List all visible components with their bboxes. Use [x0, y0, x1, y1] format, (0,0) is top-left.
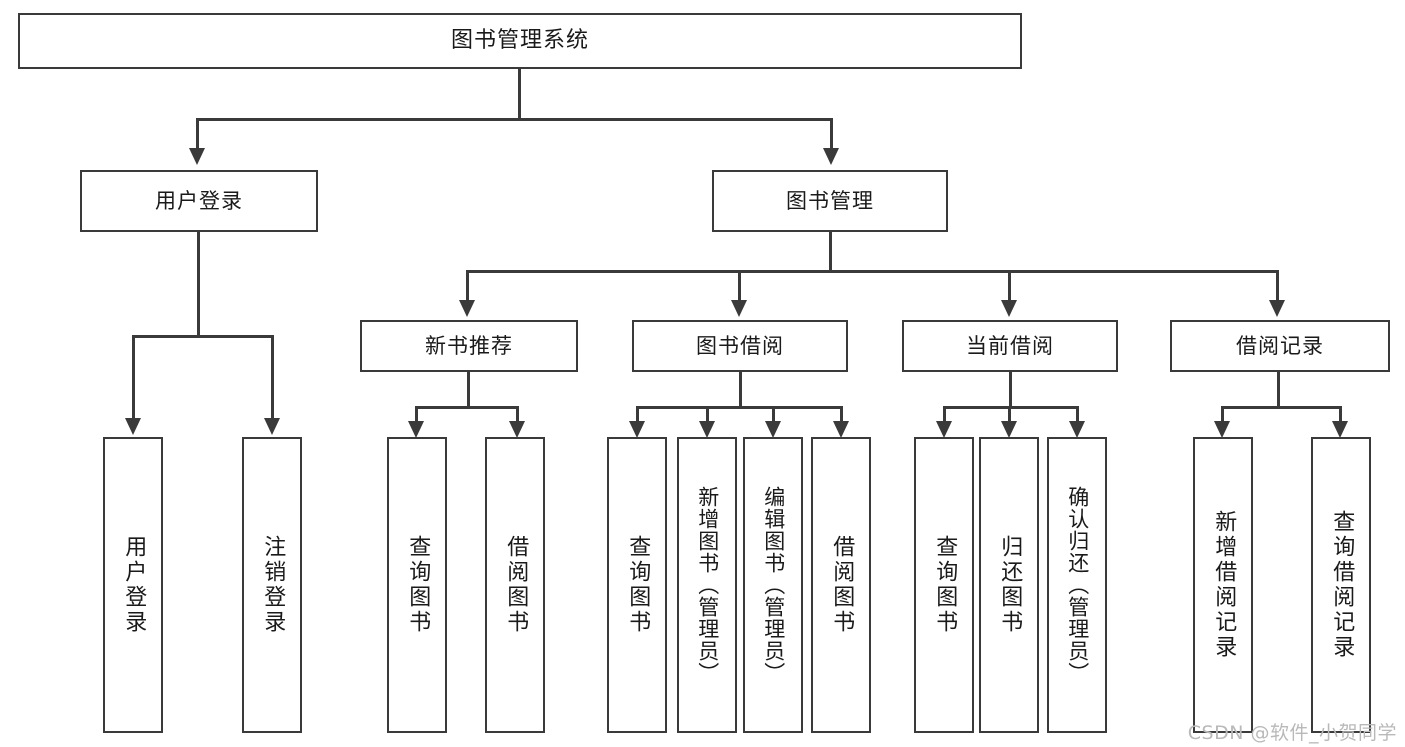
connector-drop-user-login-leaf-2 [271, 335, 274, 420]
leaf-br-query-record[interactable]: 查询借阅记录 [1311, 437, 1371, 733]
arrowhead-cb-leaf-3 [1069, 421, 1085, 438]
node-user-login[interactable]: 用户登录 [80, 170, 318, 232]
connector-current-borrow-stem [1009, 372, 1012, 408]
arrowhead-user-login-leaf-2 [264, 418, 280, 435]
connector-drop-cb-leaf-3 [1076, 406, 1079, 424]
leaf-label: 查询图书 [625, 535, 651, 635]
node-root-book-management-system[interactable]: 图书管理系统 [18, 13, 1022, 69]
node-label: 用户登录 [155, 188, 243, 213]
node-label: 借阅记录 [1236, 333, 1324, 358]
leaf-bb-borrow-book[interactable]: 借阅图书 [811, 437, 871, 733]
leaf-label: 借阅图书 [829, 535, 855, 635]
node-label: 图书管理系统 [450, 28, 589, 54]
connector-drop-bb-leaf-2 [706, 406, 709, 424]
leaf-label: 查询图书 [932, 535, 958, 635]
connector-user-login-bus [132, 335, 274, 338]
connector-drop-cb-leaf-1 [943, 406, 946, 424]
arrowhead-current-borrow [1001, 300, 1017, 317]
connector-level3-bus [466, 270, 1278, 273]
connector-user-login-stem [197, 232, 200, 336]
node-label: 当前借阅 [966, 333, 1054, 358]
leaf-nbr-query-book[interactable]: 查询图书 [387, 437, 447, 733]
arrowhead-br-leaf-1 [1214, 421, 1230, 438]
node-borrow-record[interactable]: 借阅记录 [1170, 320, 1390, 372]
arrowhead-user-login [189, 148, 205, 165]
leaf-label: 确认归还（管理员） [1065, 486, 1090, 684]
connector-book-management-stem [829, 232, 832, 272]
leaf-cb-confirm-return-admin[interactable]: 确认归还（管理员） [1047, 437, 1107, 733]
connector-root-stem [518, 69, 521, 119]
arrowhead-nbr-leaf-2 [509, 421, 525, 438]
connector-drop-bb-leaf-3 [772, 406, 775, 424]
leaf-cb-return-book[interactable]: 归还图书 [979, 437, 1039, 733]
arrowhead-borrow-record [1269, 300, 1285, 317]
node-book-management[interactable]: 图书管理 [712, 170, 948, 232]
node-label: 图书管理 [786, 188, 874, 213]
connector-borrow-record-bus [1221, 406, 1342, 409]
connector-drop-br-leaf-2 [1339, 406, 1342, 424]
connector-drop-bb-leaf-1 [636, 406, 639, 424]
arrowhead-book-borrow [731, 300, 747, 317]
connector-drop-nbr-leaf-1 [415, 406, 418, 424]
leaf-label: 新增借阅记录 [1211, 510, 1237, 660]
node-new-book-recommend[interactable]: 新书推荐 [360, 320, 578, 372]
arrowhead-bb-leaf-2 [699, 421, 715, 438]
leaf-label: 归还图书 [997, 535, 1023, 635]
connector-book-borrow-stem [739, 372, 742, 408]
node-label: 图书借阅 [696, 333, 784, 358]
connector-drop-br-leaf-1 [1221, 406, 1224, 424]
connector-drop-book-borrow [738, 270, 741, 302]
connector-drop-current-borrow [1008, 270, 1011, 302]
arrowhead-bb-leaf-1 [629, 421, 645, 438]
arrowhead-book-management [823, 148, 839, 165]
leaf-br-add-record[interactable]: 新增借阅记录 [1193, 437, 1253, 733]
leaf-label: 查询借阅记录 [1329, 510, 1355, 660]
arrowhead-cb-leaf-1 [936, 421, 952, 438]
node-current-borrow[interactable]: 当前借阅 [902, 320, 1118, 372]
connector-drop-new-book-rec [466, 270, 469, 302]
connector-drop-nbr-leaf-2 [516, 406, 519, 424]
arrowhead-br-leaf-2 [1332, 421, 1348, 438]
leaf-bb-add-book-admin[interactable]: 新增图书（管理员） [677, 437, 737, 733]
leaf-bb-edit-book-admin[interactable]: 编辑图书（管理员） [743, 437, 803, 733]
connector-borrow-record-stem [1277, 372, 1280, 408]
arrowhead-cb-leaf-2 [1001, 421, 1017, 438]
connector-new-book-rec-bus [415, 406, 519, 409]
connector-drop-user-login-leaf-1 [132, 335, 135, 420]
leaf-bb-query-book[interactable]: 查询图书 [607, 437, 667, 733]
connector-current-borrow-bus [943, 406, 1079, 409]
leaf-label: 新增图书（管理员） [695, 486, 720, 684]
leaf-logout[interactable]: 注销登录 [242, 437, 302, 733]
connector-book-borrow-bus [636, 406, 843, 409]
connector-drop-bb-leaf-4 [840, 406, 843, 424]
arrowhead-user-login-leaf-1 [125, 418, 141, 435]
leaf-label: 编辑图书（管理员） [761, 486, 786, 684]
node-label: 新书推荐 [425, 333, 513, 358]
leaf-label: 借阅图书 [503, 535, 529, 635]
arrowhead-bb-leaf-4 [833, 421, 849, 438]
connector-level2-bus [196, 118, 833, 121]
leaf-label: 查询图书 [405, 535, 431, 635]
arrowhead-nbr-leaf-1 [408, 421, 424, 438]
arrowhead-bb-leaf-3 [765, 421, 781, 438]
arrowhead-new-book-rec [459, 300, 475, 317]
leaf-cb-query-book[interactable]: 查询图书 [914, 437, 974, 733]
leaf-nbr-borrow-book[interactable]: 借阅图书 [485, 437, 545, 733]
connector-drop-book-management [830, 118, 833, 150]
connector-new-book-rec-stem [467, 372, 470, 408]
leaf-user-login[interactable]: 用户登录 [103, 437, 163, 733]
connector-drop-borrow-record [1276, 270, 1279, 302]
connector-drop-cb-leaf-2 [1008, 406, 1011, 424]
connector-drop-user-login [196, 118, 199, 150]
leaf-label: 用户登录 [121, 535, 147, 635]
node-book-borrow[interactable]: 图书借阅 [632, 320, 848, 372]
leaf-label: 注销登录 [260, 535, 286, 635]
